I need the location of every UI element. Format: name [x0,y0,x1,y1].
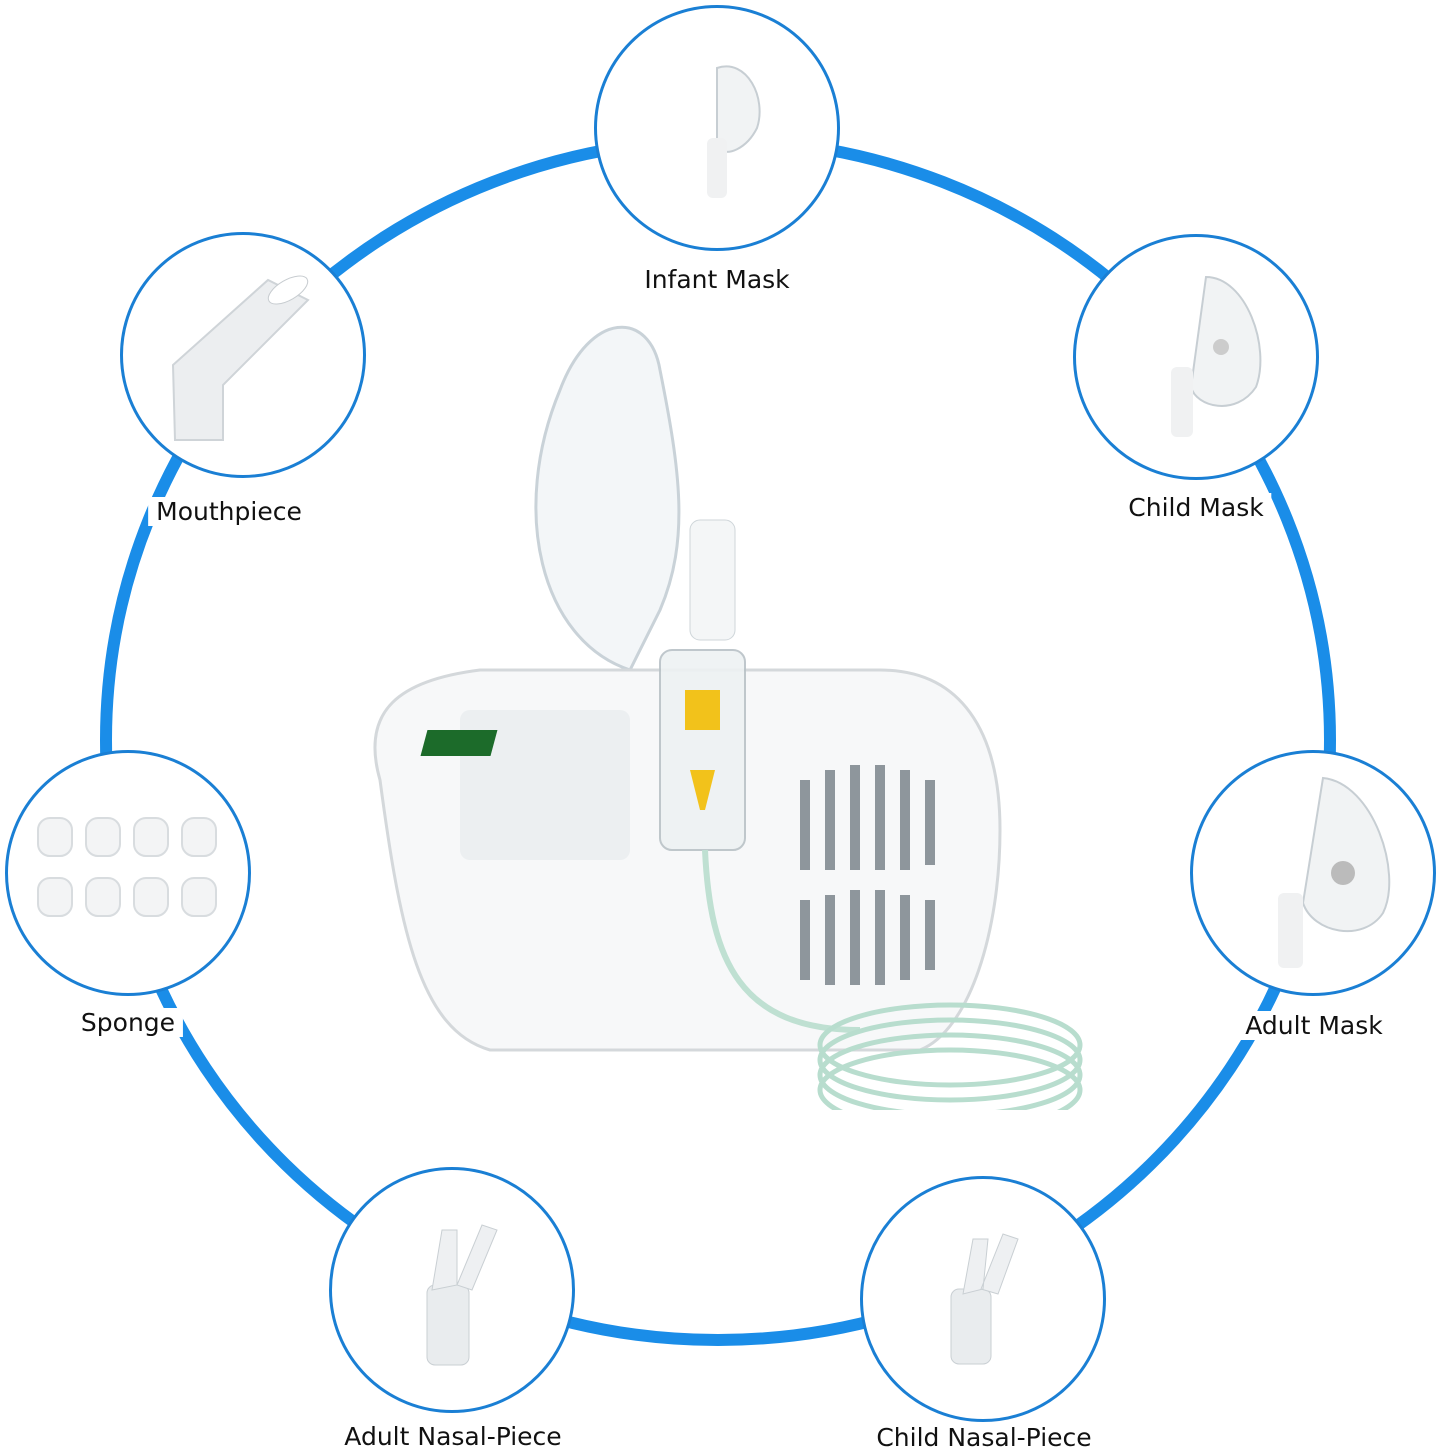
nasal-piece-icon [426,1224,498,1366]
node-child-mask [1073,234,1319,480]
label-infant-mask: Infant Mask [636,265,798,294]
label-child-nasal-piece: Child Nasal-Piece [868,1423,1100,1452]
node-adult-mask [1190,750,1436,996]
node-mouthpiece [120,232,366,478]
label-adult-nasal-piece: Adult Nasal-Piece [336,1422,570,1451]
node-child-nasal-piece [860,1176,1106,1422]
mask-icon [1278,776,1391,968]
node-infant-mask [594,5,840,251]
label-sponge: Sponge [72,1008,184,1037]
label-mouthpiece: Mouthpiece [148,497,310,526]
nasal-piece-icon [950,1233,1019,1365]
mouthpiece-icon [171,275,310,441]
node-adult-nasal-piece [329,1167,575,1413]
node-sponge [5,750,251,996]
nebulizer-device-image [373,325,1083,1110]
label-child-mask: Child Mask [1120,493,1272,522]
mask-icon [1171,275,1262,437]
mask-icon [707,65,761,198]
label-adult-mask: Adult Mask [1237,1011,1391,1040]
sponge-icon [37,817,217,917]
